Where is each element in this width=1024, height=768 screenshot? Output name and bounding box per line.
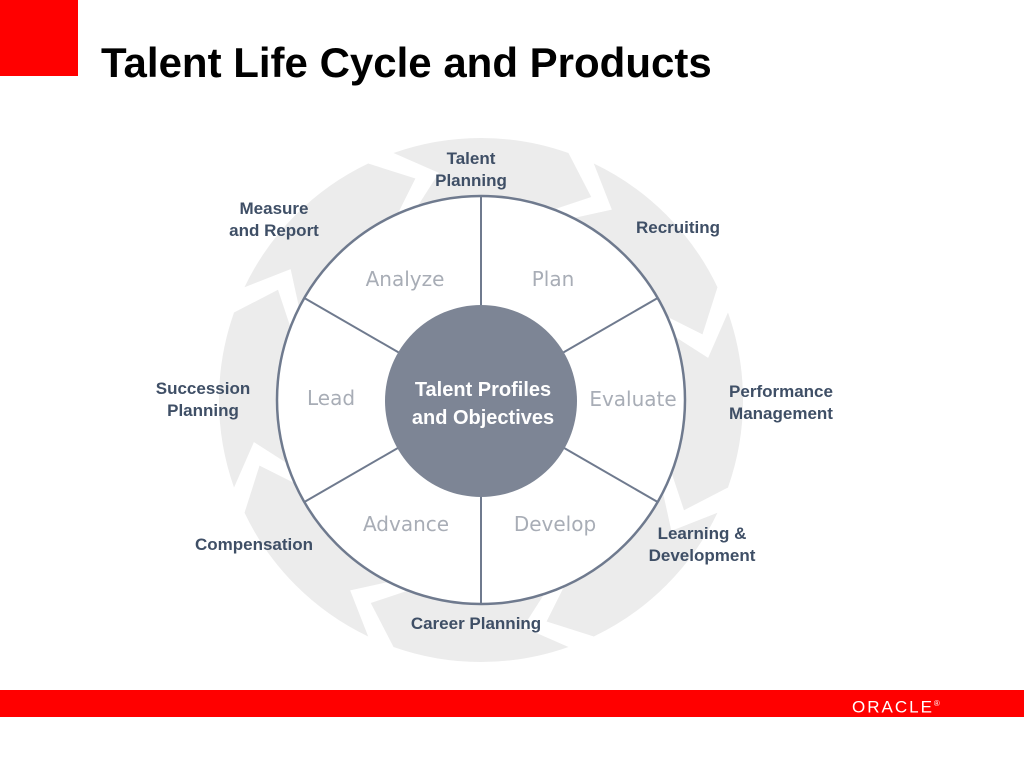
segment-divider-6 bbox=[303, 297, 400, 354]
corner-accent-block bbox=[0, 0, 78, 76]
product-label-compensation: Compensation bbox=[194, 535, 314, 554]
segment-label-evaluate: Evaluate bbox=[589, 387, 676, 411]
cycle-arrow-compensation bbox=[244, 465, 395, 637]
oracle-logo: ORACLE® bbox=[852, 697, 940, 717]
segment-label-plan: Plan bbox=[532, 267, 575, 291]
cycle-arrow-performance-management bbox=[669, 312, 743, 511]
cycle-arrow-succession-planning bbox=[218, 289, 293, 488]
product-label-learning-development: Learning & Development bbox=[648, 524, 756, 565]
footer-bar bbox=[0, 690, 1024, 717]
segment-label-advance: Advance bbox=[363, 512, 449, 536]
segment-label-lead: Lead bbox=[307, 386, 355, 410]
center-label-line2: and Objectives bbox=[412, 407, 554, 429]
center-hub bbox=[385, 305, 577, 497]
cycle-arrows bbox=[218, 138, 743, 662]
cycle-arrow-measure-report bbox=[244, 163, 416, 314]
cycle-arrow-career-planning bbox=[370, 588, 569, 662]
segment-divider-3 bbox=[562, 446, 659, 503]
center-label-line1: Talent Profiles bbox=[415, 379, 551, 401]
product-label-performance-management: Performance Management bbox=[729, 382, 833, 423]
segment-divider-5 bbox=[303, 446, 400, 503]
segment-dividers bbox=[303, 196, 659, 604]
cycle-arrow-recruiting bbox=[567, 163, 718, 335]
product-label-measure-report: Measure and Report bbox=[229, 199, 319, 240]
segment-divider-2 bbox=[562, 297, 659, 354]
product-label-career-planning: Career Planning bbox=[410, 614, 542, 633]
product-label-succession-planning: Succession Planning bbox=[155, 379, 251, 420]
segment-label-develop: Develop bbox=[514, 512, 596, 536]
product-label-talent-planning: Talent Planning bbox=[435, 149, 507, 190]
product-label-recruiting: Recruiting bbox=[635, 218, 721, 237]
cycle-arrow-learning-development bbox=[546, 486, 718, 637]
segment-label-analyze: Analyze bbox=[366, 267, 445, 291]
slide-title: Talent Life Cycle and Products bbox=[101, 39, 712, 86]
cycle-arrow-talent-planning bbox=[393, 138, 592, 212]
